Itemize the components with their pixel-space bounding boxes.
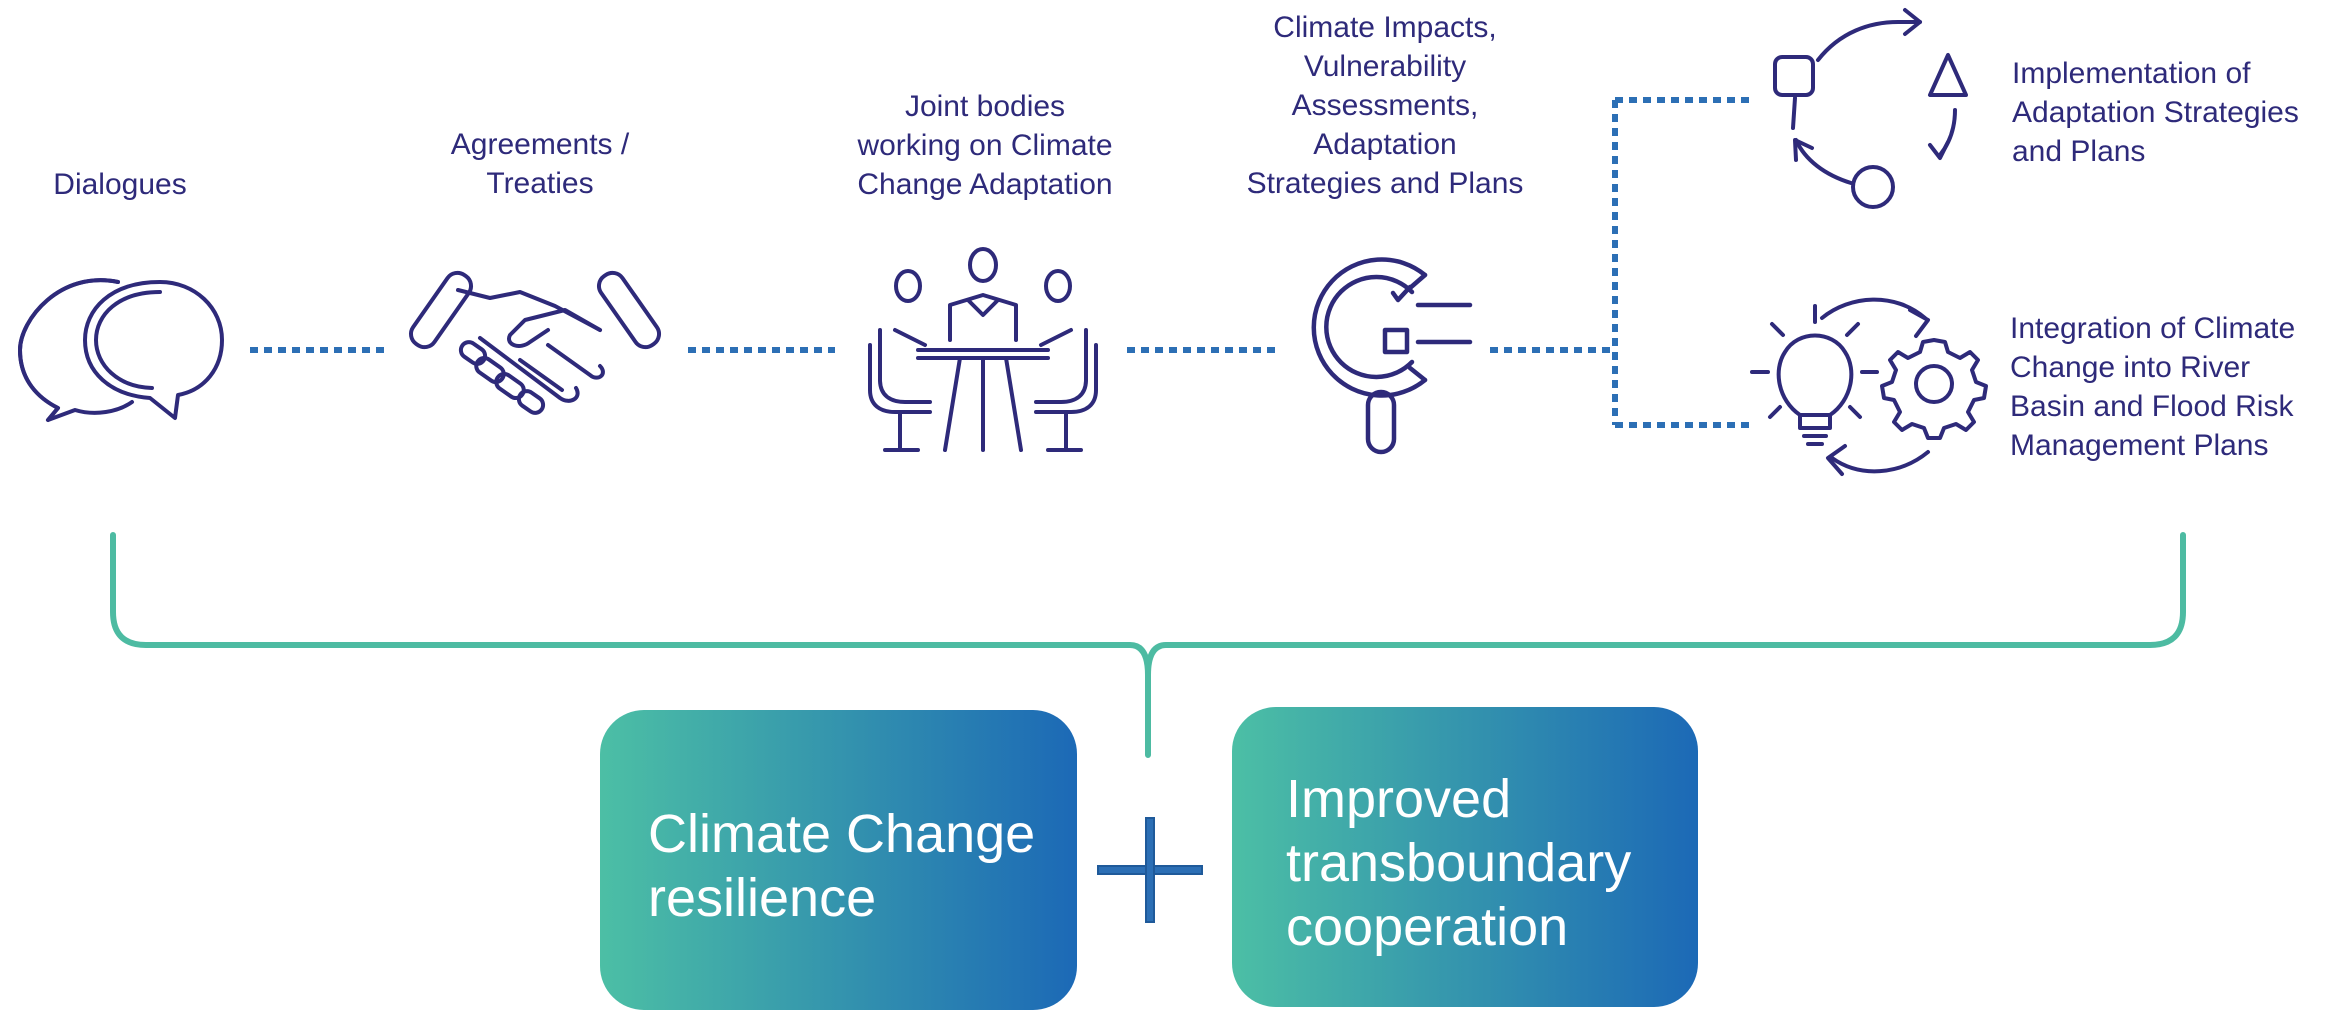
- outcome-box-resilience: Climate Change resilience: [600, 710, 1077, 1010]
- handshake-icon: [408, 270, 662, 415]
- lightbulb-gear-icon: [1750, 297, 1988, 476]
- plus-sign: [1097, 817, 1203, 923]
- step-label-agreements: Agreements / Treaties: [450, 128, 630, 200]
- meeting-table-icon: [868, 247, 1098, 452]
- assessment-magnifier-icon: [1311, 257, 1473, 455]
- cycle-shapes-icon: [1773, 8, 1968, 209]
- speech-bubbles-icon: [18, 278, 224, 422]
- step-label-joint-bodies: Joint bodies working on Climate Change A…: [857, 90, 1113, 201]
- step-label-dialogues: Dialogues: [53, 168, 187, 201]
- step-label-assessments: Climate Impacts, Vulnerability Assessmen…: [1246, 11, 1524, 200]
- branch-label-integration: Integration of Climate Change into River…: [2010, 312, 2296, 462]
- branch-label-implementation: Implementation of Adaptation Strategies …: [2012, 57, 2299, 168]
- outcome-box-cooperation: Improved transboundary cooperation: [1232, 707, 1698, 1007]
- grouping-brace: [110, 532, 2186, 758]
- connector-lines: [250, 97, 1752, 428]
